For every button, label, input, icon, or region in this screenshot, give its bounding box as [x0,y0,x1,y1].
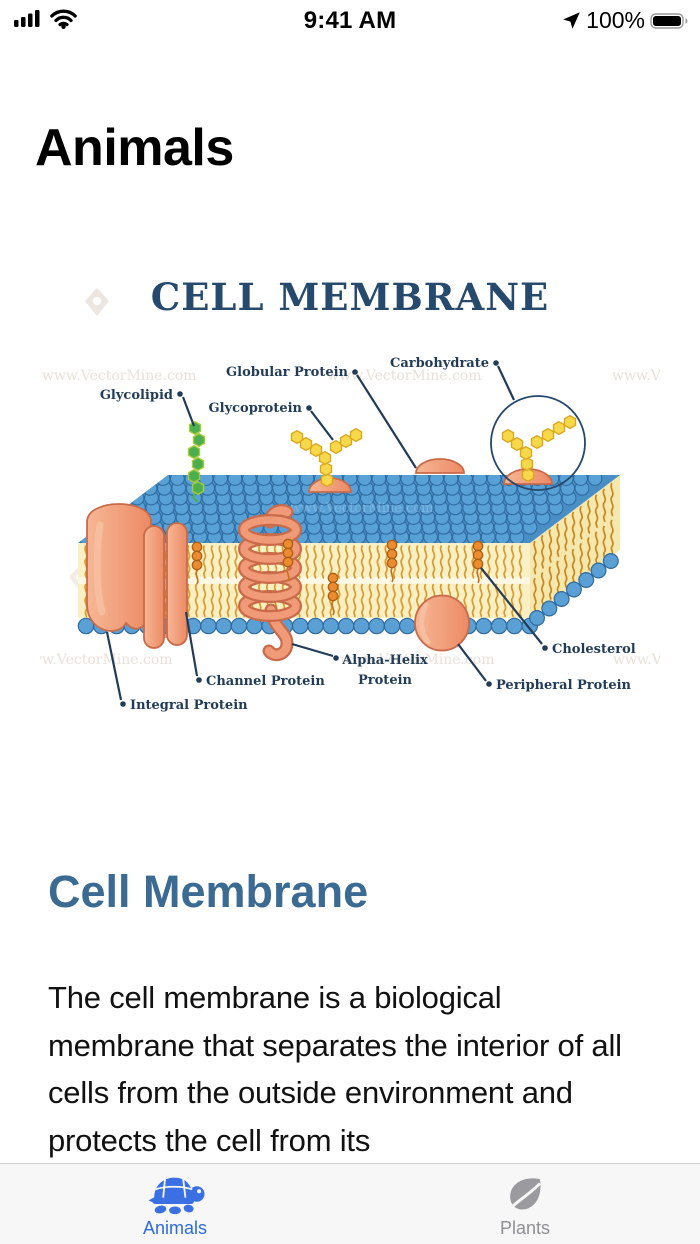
channel-protein-shape [143,522,188,649]
battery-icon [650,12,688,29]
tab-label: Animals [142,1218,208,1238]
article-heading: Cell Membrane [48,866,369,917]
globular-protein-dome [415,458,465,474]
watermark: www.VectorMine.com [290,501,434,516]
label-glycolipid: Glycolipid [100,388,173,403]
tab-label: Plants [499,1218,551,1238]
article-body: The cell membrane is a biological membra… [48,980,622,1158]
status-time: 9:41 AM [303,7,397,34]
tab-bar: Animals Plants [0,1163,700,1244]
tab-animals[interactable]: Animals [0,1164,350,1244]
watermark: www.Vec [612,368,660,384]
carbohydrate-magnifier [490,395,586,491]
leader-lines [105,360,548,707]
glycolipid-chain [187,421,206,503]
status-bar: 9:41 AM 100% [0,0,700,40]
watermark: www.VectorMine.com [42,368,197,384]
cell-membrane-diagram: www.VectorMine.com www.VectorMine.com ww… [18,260,677,747]
label-integral-protein: Integral Protein [130,698,248,713]
label-peripheral-protein: Peripheral Protein [496,678,632,693]
label-globular-protein: Globular Protein [226,365,348,380]
signal-icon [14,10,40,27]
label-alpha-helix-2: Protein [358,673,413,688]
watermark: www.VectorMine.com [327,368,482,384]
battery-percent: 100% [586,7,645,33]
integral-protein-shape [86,503,152,632]
label-cholesterol: Cholesterol [552,642,636,657]
label-carbohydrate: Carbohydrate [390,356,489,371]
label-glycoprotein: Glycoprotein [209,401,303,416]
label-alpha-helix-1: Alpha-Helix [341,653,428,668]
peripheral-protein-shape [414,594,470,652]
alpha-helix-shape [238,504,302,662]
label-channel-protein: Channel Protein [206,674,325,689]
watermark: www.VectorMine.com [340,652,495,668]
wifi-icon [50,9,77,29]
turtle-icon [148,1177,205,1215]
watermark: www.VectorMine.com [40,652,173,668]
tab-plants[interactable]: Plants [350,1164,700,1244]
leaf-icon [510,1178,541,1210]
diagram-title: CELL MEMBRANE [151,275,549,319]
page-title: Animals [35,119,234,177]
location-icon [563,12,580,29]
